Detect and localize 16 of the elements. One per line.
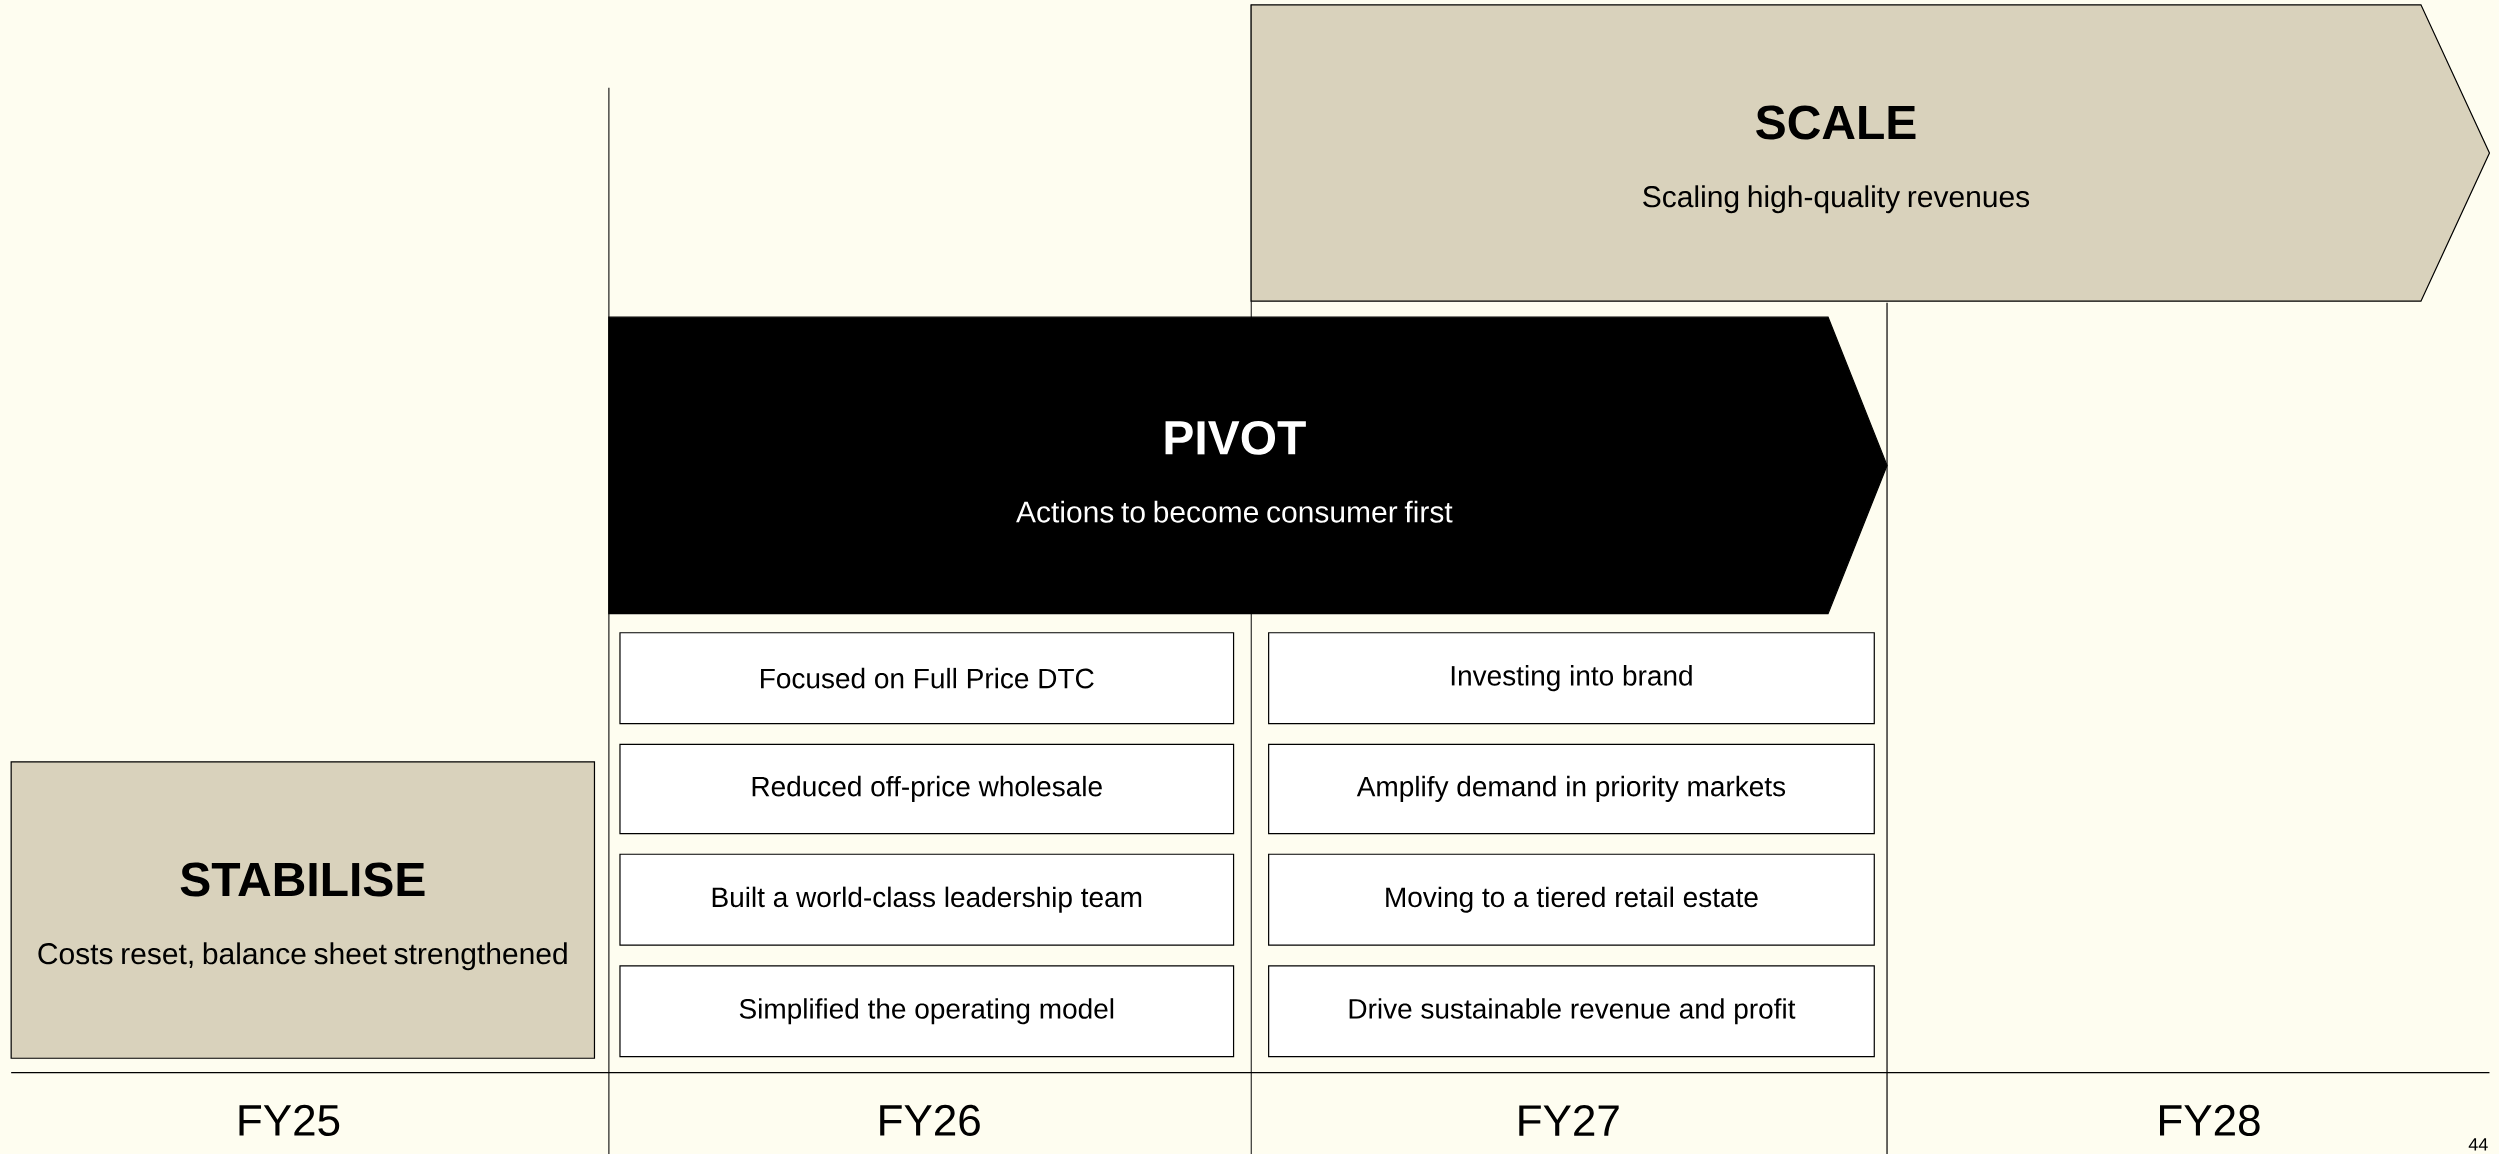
action-box: Investing into brand <box>1268 632 1875 725</box>
year-label: FY28 <box>2160 1104 2260 1137</box>
action-box: Amplify demand in priority markets <box>1268 743 1875 835</box>
phase-box: STABILISE Costs reset, balance sheet strengthened <box>10 761 596 1059</box>
year-label: FY25 <box>239 1104 340 1137</box>
year-label: FY26 <box>880 1104 980 1137</box>
chevron-banner: PIVOT Actions to become consumer first <box>608 316 1888 615</box>
action-box: Focused on Full Price DTC <box>619 632 1235 725</box>
action-box: Reduced off-price wholesale <box>619 743 1235 835</box>
page-number: 44 <box>2468 1138 2488 1151</box>
year-label: FY27 <box>1519 1105 1619 1136</box>
action-box: Moving to a tiered retail estate <box>1268 853 1875 946</box>
chevron-banner: SCALE Scaling high-quality revenues <box>1250 4 2491 302</box>
action-box: Built a world-class leadership team <box>619 853 1235 946</box>
action-box: Simplified the operating model <box>619 965 1235 1058</box>
action-box: Drive sustainable revenue and profit <box>1268 965 1875 1058</box>
